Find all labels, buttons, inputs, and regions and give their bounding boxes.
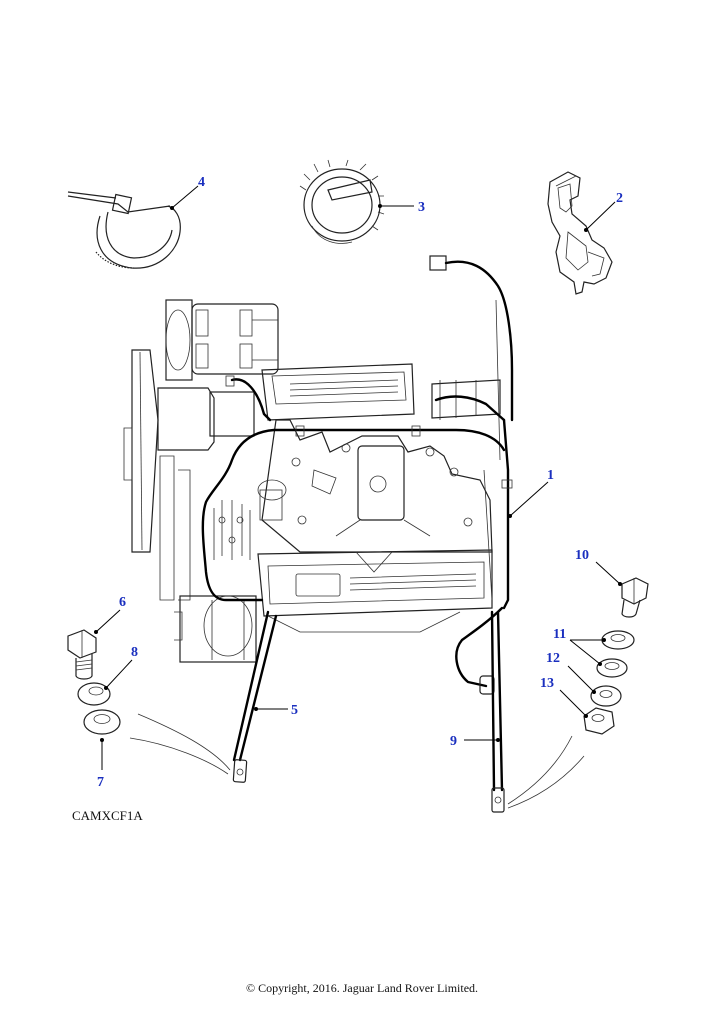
callout-10: 10 <box>575 548 589 563</box>
leader-lines <box>94 185 622 770</box>
bolt-left-part <box>67 629 97 680</box>
callout-6: 6 <box>119 595 126 610</box>
callout-1: 1 <box>547 468 554 483</box>
callout-11: 11 <box>553 627 566 642</box>
washers-left-part <box>77 682 121 735</box>
engine-harness-part <box>201 255 514 695</box>
copyright-notice: © Copyright, 2016. Jaguar Land Rover Lim… <box>245 981 479 995</box>
callout-9: 9 <box>450 734 457 749</box>
earth-lead-right-part <box>490 610 585 813</box>
callout-3: 3 <box>418 200 425 215</box>
callout-13: 13 <box>540 676 554 691</box>
bolt-right-part <box>621 577 649 618</box>
callout-4: 4 <box>198 175 205 190</box>
callout-5: 5 <box>291 703 298 718</box>
callout-7: 7 <box>97 775 104 790</box>
washers-nut-right-part <box>583 630 635 735</box>
earth-lead-left-part <box>129 610 278 783</box>
harness-bracket-part <box>547 171 613 295</box>
band-clip-part <box>299 159 385 244</box>
callout-labels: 1 2 3 4 5 6 7 8 9 10 11 12 13 <box>97 175 623 790</box>
callout-2: 2 <box>616 191 623 206</box>
callout-8: 8 <box>131 645 138 660</box>
figure-reference-code: CAMXCF1A <box>72 808 143 823</box>
cable-tie-part <box>67 191 181 269</box>
callout-12: 12 <box>546 651 560 666</box>
engine-assembly <box>123 299 501 663</box>
